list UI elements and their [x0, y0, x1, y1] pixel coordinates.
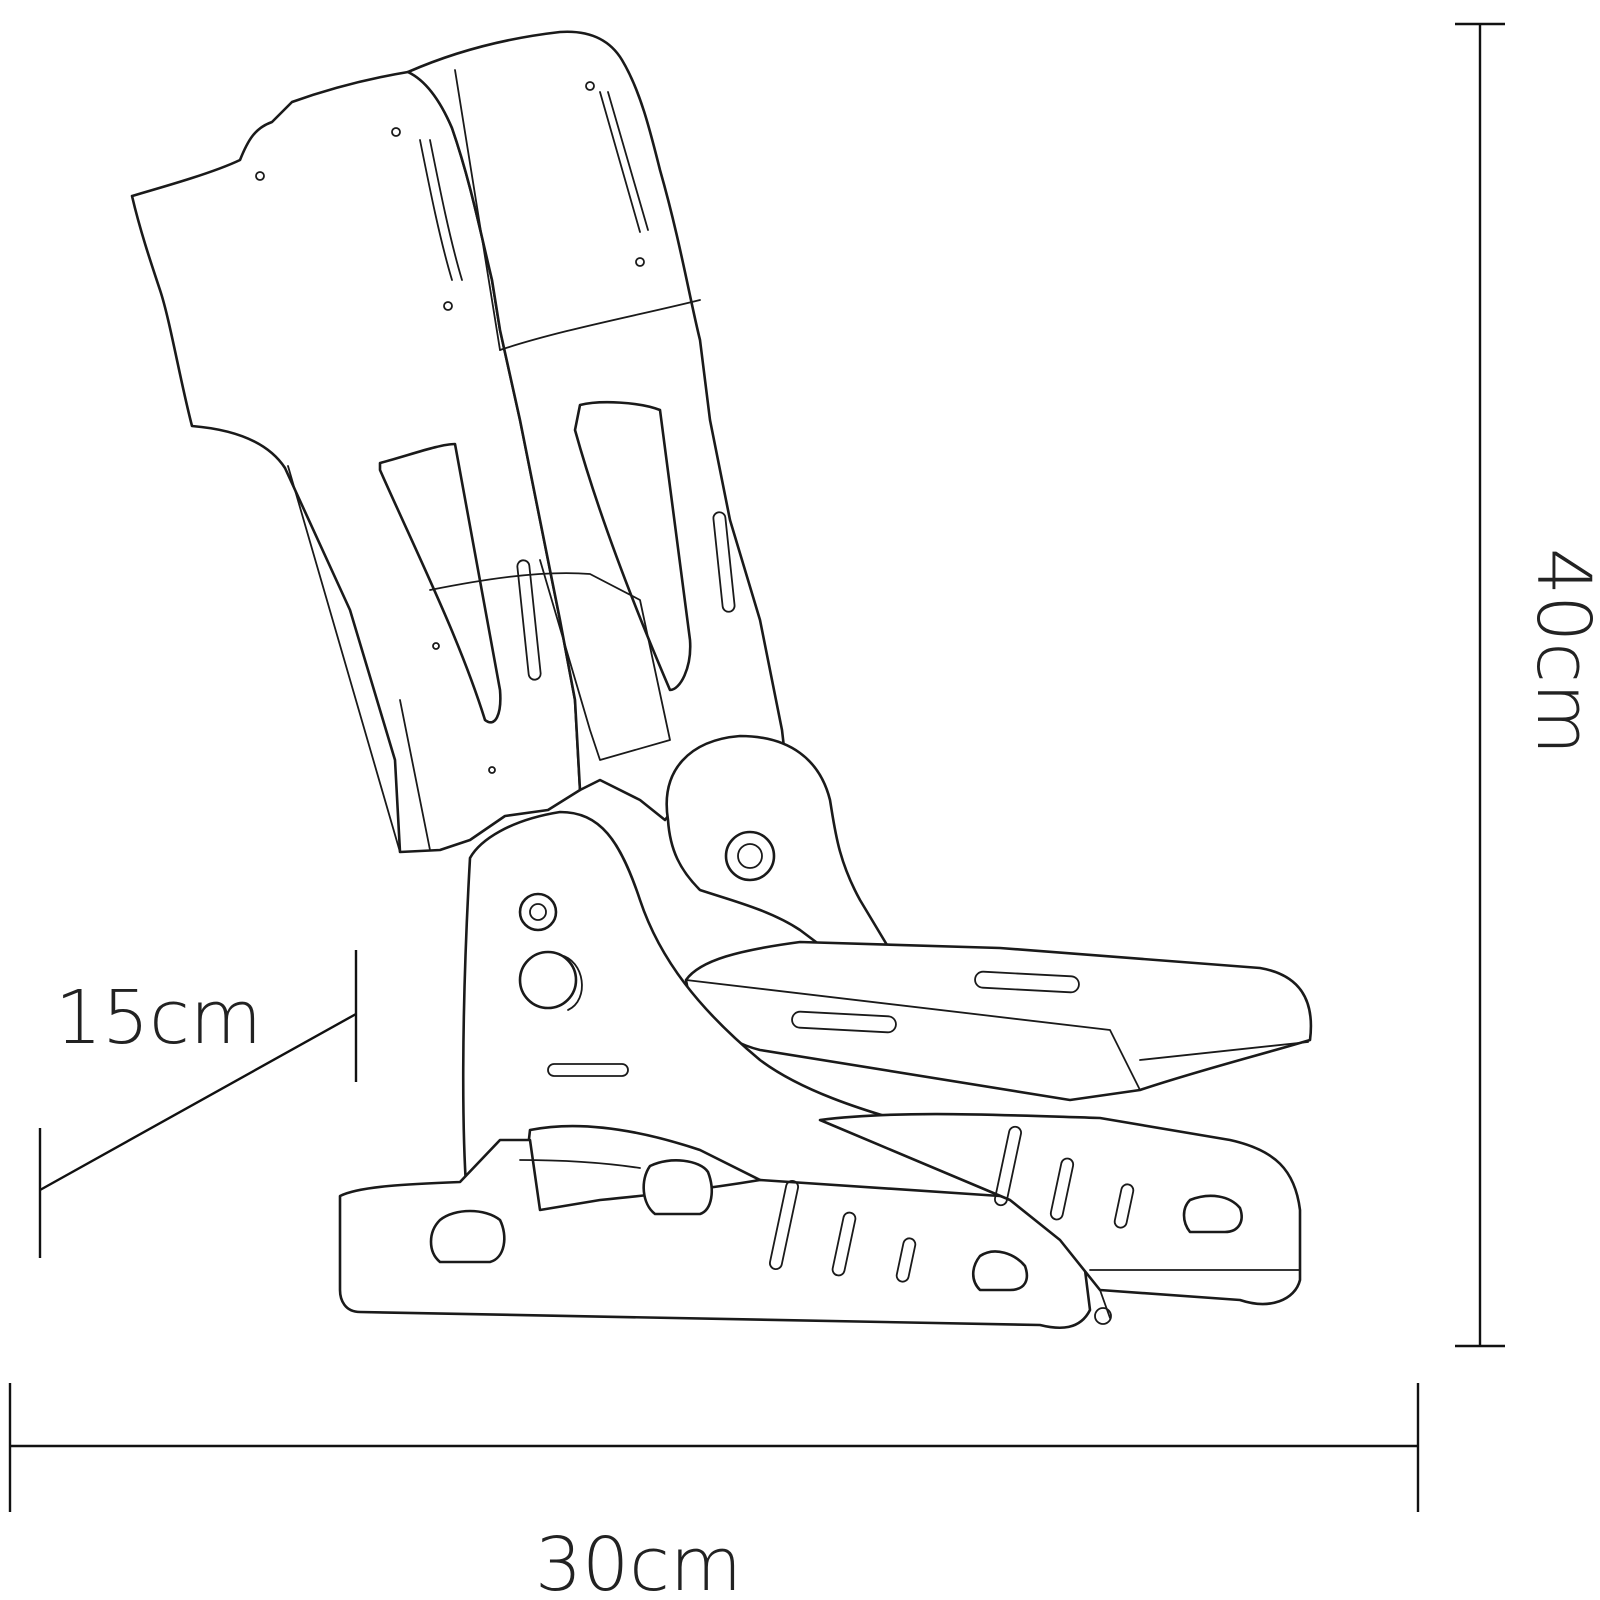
base-cutout [642, 1159, 714, 1216]
orthosis-brace [130, 30, 1313, 1330]
base-cutout [971, 1250, 1029, 1292]
base-cutout [1182, 1194, 1243, 1234]
depth-label: 15cm [55, 975, 262, 1061]
shin-window [573, 400, 692, 692]
width-label: 30cm [535, 1522, 742, 1600]
base-cutout [429, 1209, 506, 1264]
height-dimension [1455, 22, 1505, 1348]
depth-dimension [38, 950, 358, 1258]
height-label: 40cm [1520, 548, 1600, 755]
width-dimension [8, 1383, 1420, 1512]
front-hinge-bolt [724, 830, 776, 882]
heel-plate [818, 1112, 1302, 1306]
rear-hinge-bolt [518, 892, 558, 932]
rear-hinge-knob [518, 950, 578, 1010]
calf-window [378, 442, 502, 724]
front-ankle-hinge [665, 734, 892, 962]
